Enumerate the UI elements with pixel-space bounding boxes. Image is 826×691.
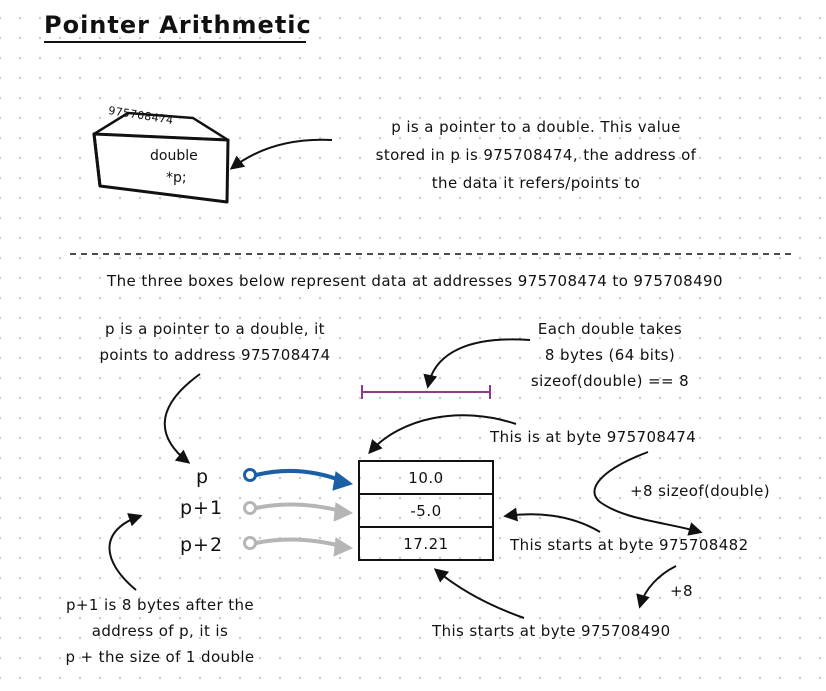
plus-size-arrow xyxy=(593,451,703,536)
pointer-box xyxy=(92,111,230,204)
points-to-arrow xyxy=(163,373,201,464)
byte16-annotation: This starts at byte 975708490 xyxy=(432,622,671,640)
memory-cell-2: 17.21 xyxy=(358,526,494,561)
pointer-note-line-2: stored in p is 975708474, the address of xyxy=(375,146,697,164)
byte0-arrow xyxy=(368,414,517,455)
offset-note-arrow xyxy=(108,513,143,591)
box-type-label: double xyxy=(150,148,198,164)
plus-size-annotation: +8 sizeof(double) xyxy=(630,482,771,500)
pointer-note-line-1: p is a pointer to a double. This value xyxy=(391,118,681,136)
pointer-note-arrow xyxy=(229,138,333,170)
points-to-note-line-2: points to address 975708474 xyxy=(99,346,331,364)
plus8-annotation: +8 xyxy=(670,582,693,600)
box-var-label: *p; xyxy=(166,170,187,186)
title-underline xyxy=(44,41,306,43)
pointer-label-p: p xyxy=(196,466,210,488)
size-bracket xyxy=(361,385,491,399)
size-note-line-3: sizeof(double) == 8 xyxy=(530,372,690,390)
byte8-annotation: This starts at byte 975708482 xyxy=(510,536,749,554)
plus8-arrow xyxy=(636,565,677,609)
byte8-arrow xyxy=(503,507,601,533)
pointer-label-p-plus-1: p+1 xyxy=(180,497,224,519)
byte0-annotation: This is at byte 975708474 xyxy=(490,428,697,446)
offset-note-line-3: p + the size of 1 double xyxy=(65,648,255,666)
section-caption: The three boxes below represent data at … xyxy=(107,272,723,290)
box-side xyxy=(92,132,102,188)
offset-note-line-2: address of p, it is xyxy=(91,622,229,640)
pointer-label-p-plus-2: p+2 xyxy=(180,534,224,556)
page-title: Pointer Arithmetic xyxy=(44,11,312,39)
size-note-line-1: Each double takes xyxy=(537,320,683,338)
size-note-line-2: 8 bytes (64 bits) xyxy=(544,346,676,364)
byte16-arrow xyxy=(433,568,525,619)
pointer-note-line-3: the data it refers/points to xyxy=(431,174,641,192)
points-to-note-line-1: p is a pointer to a double, it xyxy=(105,320,325,338)
offset-note-line-1: p+1 is 8 bytes after the xyxy=(65,596,255,614)
pointer-p-plus-1-arrow xyxy=(243,501,354,522)
pointer-p-plus-2-arrow xyxy=(243,536,354,557)
size-note-arrow xyxy=(423,338,531,389)
pointer-p-arrow xyxy=(243,468,354,491)
